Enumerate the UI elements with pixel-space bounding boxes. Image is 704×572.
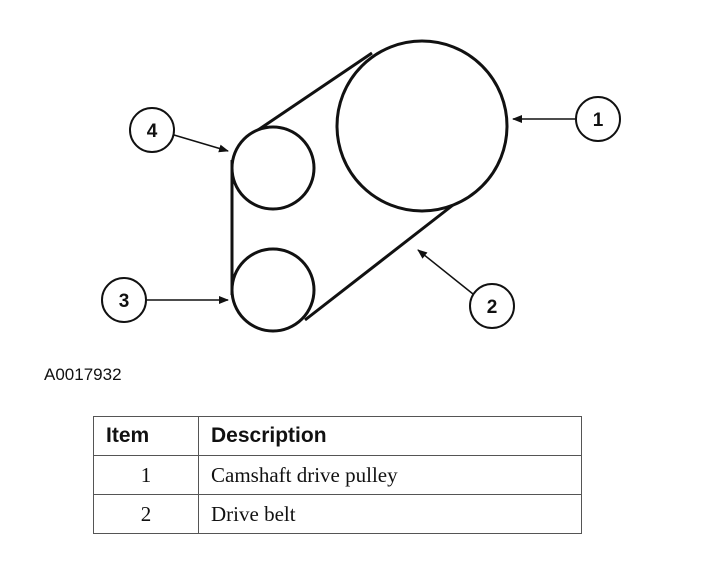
table-row: 1 Camshaft drive pulley	[93, 455, 582, 495]
item-number: 2	[93, 494, 199, 534]
callout-1: 1	[512, 96, 621, 142]
table-row: 2 Drive belt	[93, 494, 582, 534]
drive-belt	[230, 51, 463, 322]
item-number: 1	[93, 455, 199, 495]
item-description: Drive belt	[198, 494, 582, 534]
description-column-header: Description	[198, 416, 582, 456]
callout-2-label: 2	[487, 297, 498, 318]
callout-1-label: 1	[593, 110, 604, 131]
camshaft-drive-pulley	[335, 39, 509, 213]
item-column-header: Item	[93, 416, 199, 456]
callout-2: 2	[417, 249, 515, 329]
callout-3-label: 3	[119, 291, 130, 312]
figure-id: A0017932	[44, 365, 122, 384]
belt-routing-diagram: 1 2 3 4	[101, 39, 621, 333]
legend-header-row: Item Description	[93, 416, 582, 456]
lower-pulley	[230, 247, 316, 333]
callout-4-label: 4	[147, 121, 158, 142]
callout-4: 4	[129, 107, 229, 153]
upper-idler-pulley	[230, 125, 316, 211]
item-description: Camshaft drive pulley	[198, 455, 582, 495]
legend-table: Item Description 1 Camshaft drive pulley…	[93, 416, 582, 534]
callout-3: 3	[101, 277, 229, 323]
